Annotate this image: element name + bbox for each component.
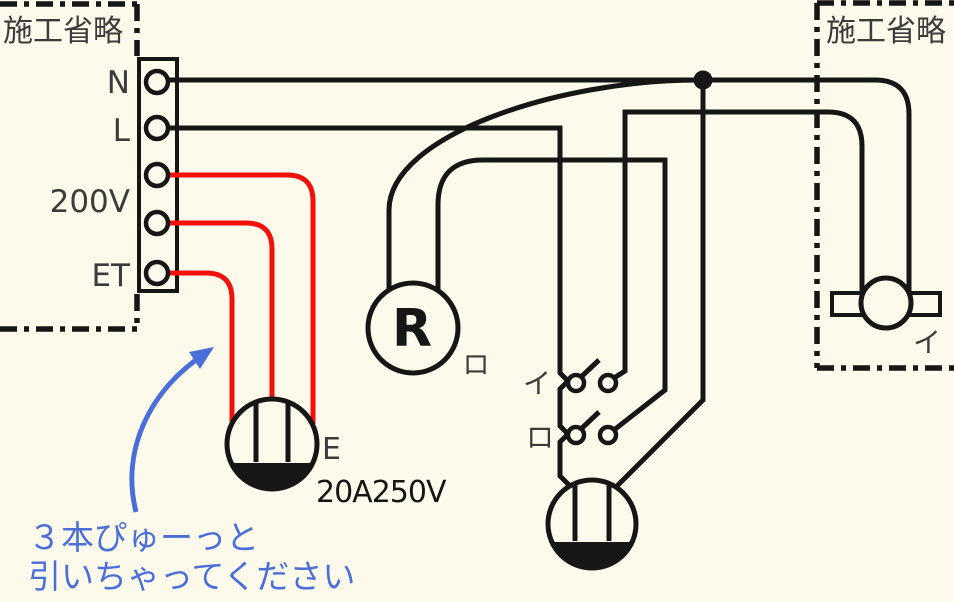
terminal-n (143, 68, 171, 96)
switch2: ロ (526, 421, 619, 454)
terminal-label-200v: 200V (50, 184, 130, 220)
receptacle-switched-wire (435, 157, 668, 432)
outlet-200v-filled-segment (231, 463, 313, 490)
switch1-lever (579, 358, 601, 379)
right-omission-caption: 施工省略 (826, 14, 946, 49)
right-fixture-label: イ (913, 326, 941, 359)
neutral-branch-to-outlet (615, 80, 706, 488)
outlet-200v-earth-mark: E (322, 432, 341, 467)
red-wire-earth (168, 270, 235, 422)
lamp-receptacle: R ロ (365, 280, 490, 381)
right-fixture: イ (830, 275, 942, 359)
switch1-return-wire-to-right-fixture (612, 109, 865, 381)
right-fixture-circle (858, 275, 914, 331)
annotation-text-line2: 引いちゃってください (28, 557, 355, 596)
right-omission-box: 施工省略 (814, 0, 954, 371)
outlet-200v-rating: 20A250V (316, 475, 447, 510)
junction-dot (693, 70, 713, 90)
switch2-label: ロ (526, 421, 554, 454)
switch2-right-contact (597, 424, 619, 446)
terminal-200v-a (143, 161, 171, 189)
neutral-wire (168, 77, 912, 293)
lamp-receptacle-circuit-label: ロ (463, 350, 490, 381)
switch1-label: イ (523, 367, 551, 400)
switch2-lever (579, 410, 601, 431)
switch2-left-contact (565, 424, 587, 446)
terminal-circles (143, 68, 171, 287)
left-omission-caption: 施工省略 (3, 14, 123, 49)
outlet-bottom (545, 477, 639, 571)
annotation-text-line1: ３本ぴゅーっと (28, 518, 259, 557)
switch1-left-contact (565, 372, 587, 394)
terminal-l (143, 114, 171, 142)
terminal-label-n: N (107, 65, 130, 101)
black-wiring (168, 70, 912, 488)
outlet-200v-chords (253, 403, 291, 462)
lamp-receptacle-circle (365, 280, 461, 376)
receptacle-neutral-wire-swoosh (386, 77, 699, 290)
terminal-et (143, 259, 171, 287)
switch1-right-contact (597, 372, 619, 394)
terminal-200v-b (143, 209, 171, 237)
red-wire-200v-upper (168, 172, 316, 424)
red-wiring (168, 172, 316, 424)
lamp-receptacle-letter: R (392, 299, 432, 359)
line-wire-to-switches-and-outlet (168, 125, 572, 487)
outlet-200v: E 20A250V (224, 396, 448, 510)
red-wire-200v-lower (168, 220, 275, 400)
outlet-bottom-filled-segment (551, 542, 633, 568)
annotation: ３本ぴゅーっと 引いちゃってください (28, 347, 355, 596)
outlet-bottom-chords (572, 484, 612, 541)
left-omission-box: 施工省略 (0, 1, 140, 332)
terminal-label-et: ET (91, 258, 131, 294)
annotation-arrowhead (189, 347, 214, 369)
annotation-arrow (129, 352, 205, 513)
switch1: イ (523, 367, 619, 400)
terminal-label-l: L (113, 113, 131, 149)
